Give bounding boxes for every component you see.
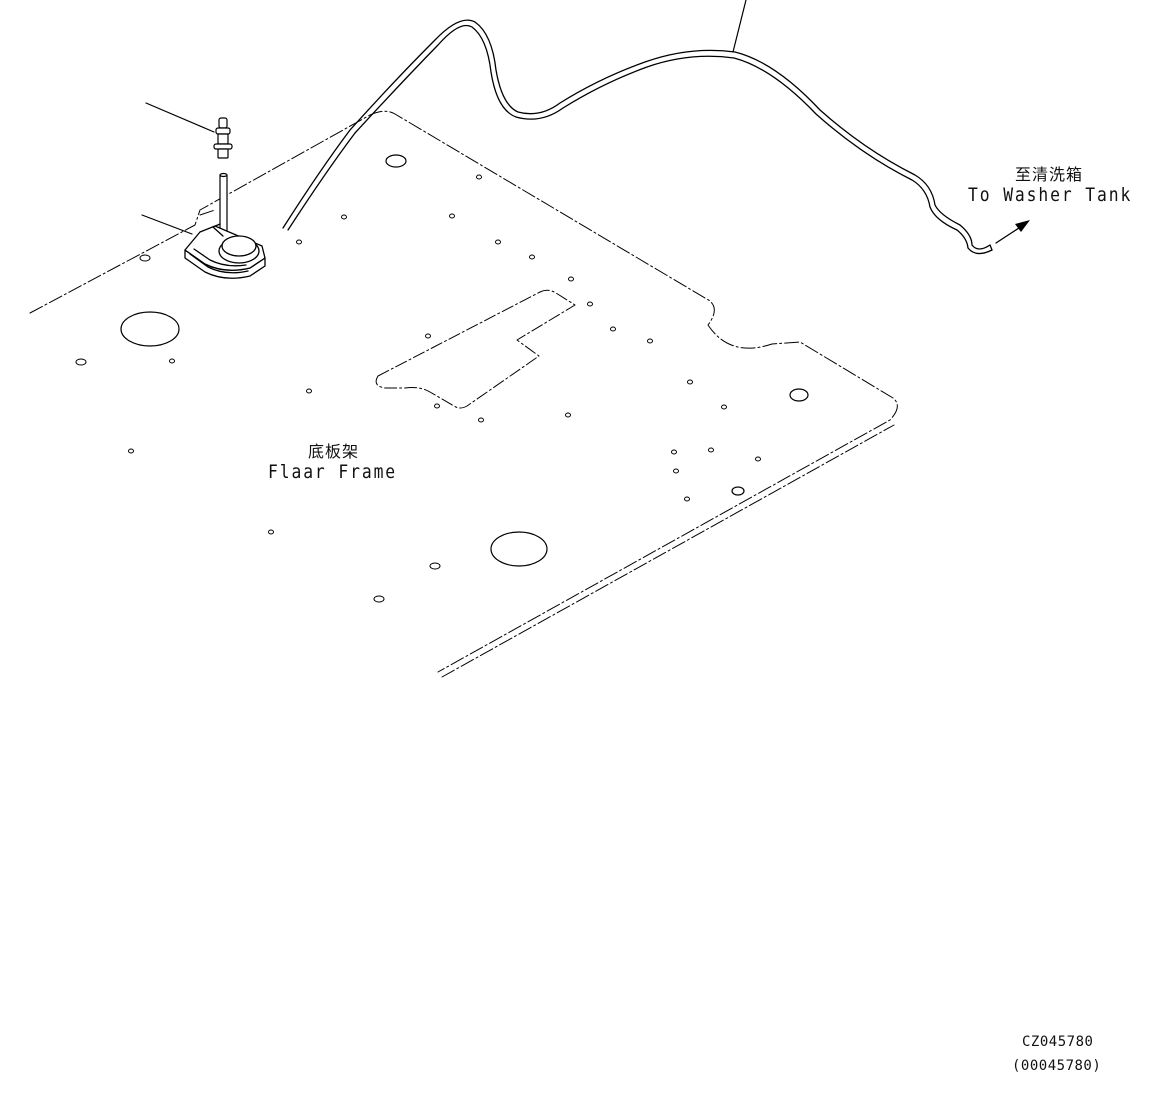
grommet-seal-icon: [184, 223, 266, 279]
washer-tank-label-cn: 至清洗箱: [1015, 165, 1084, 184]
floor-frame-outline: [29, 110, 898, 678]
washer-hose: [282, 19, 993, 255]
drawing-sub-code: (00045780): [1012, 1058, 1102, 1074]
floor-frame-label-cn: 底板架: [308, 442, 360, 461]
frame-cutout: [375, 289, 576, 409]
nozzle-connector-icon: [213, 117, 233, 159]
nozzle-leader-line: [145, 102, 215, 133]
washer-tank-label: To Washer Tank: [968, 184, 1133, 206]
drawing-code: CZ045780: [1022, 1034, 1094, 1050]
hose-leader-line: [732, 0, 747, 53]
frame-large-hole: [120, 311, 180, 347]
frame-large-hole: [490, 531, 548, 567]
frame-hole: [385, 154, 407, 168]
frame-hole: [789, 388, 809, 402]
floor-frame-label: Flaar Frame: [268, 461, 398, 483]
to-washer-tank-arrow: [995, 220, 1030, 244]
frame-hole: [731, 486, 745, 496]
grommet-leader-line: [141, 214, 193, 235]
tube-stem: [219, 172, 228, 238]
frame-small-holes: [75, 174, 761, 603]
